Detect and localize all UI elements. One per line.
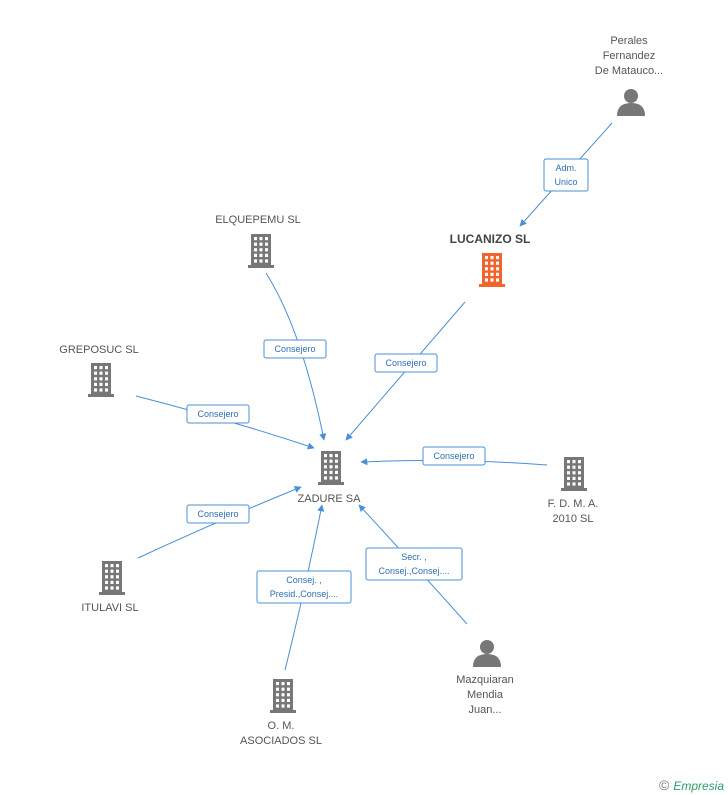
footer-brand: ©Empresia <box>659 777 724 793</box>
node-label[interactable]: ZADURE SA <box>298 493 362 505</box>
edge-label-background <box>365 547 463 581</box>
edge-fdma-to-zadure: Consejero <box>360 446 548 466</box>
edge-label-text: Consej. , <box>286 575 322 585</box>
node-label[interactable]: ITULAVI SL <box>81 602 138 614</box>
copyright-icon: © <box>658 777 670 793</box>
edge-label-text: Consejero <box>385 358 426 368</box>
edge-label-background <box>186 404 250 424</box>
building-icon <box>479 253 505 287</box>
node-label[interactable]: De Matauco... <box>595 65 663 77</box>
node-label[interactable]: F. D. M. A. <box>548 498 599 510</box>
node-label[interactable]: Mendia <box>467 689 504 701</box>
building-icon <box>88 363 114 397</box>
edge-om-to-zadure: Consej. , Presid.,Consej.... <box>256 504 352 671</box>
building-icon <box>561 457 587 491</box>
node-elquepemu[interactable]: ELQUEPEMU SL <box>215 214 301 268</box>
building-icon <box>318 451 344 485</box>
building-icon <box>99 561 125 595</box>
edge-label-background <box>263 339 327 359</box>
building-icon <box>270 679 296 713</box>
edge-label-box[interactable]: Consejero <box>422 446 486 466</box>
node-label[interactable]: ELQUEPEMU SL <box>215 214 301 226</box>
node-label[interactable]: Mazquiaran <box>456 674 513 686</box>
node-itulavi[interactable]: ITULAVI SL <box>81 561 139 614</box>
node-label[interactable]: Perales <box>610 35 648 47</box>
edge-elquepemu-to-zadure: Consejero <box>263 272 327 441</box>
edge-label-background <box>422 446 486 466</box>
edge-label-box[interactable]: Adm. Unico <box>543 158 589 192</box>
edges-layer: Adm.UnicoConsejeroConsejeroConsejeroCons… <box>135 122 613 671</box>
node-label[interactable]: O. M. <box>268 720 295 732</box>
edge-label-text: Presid.,Consej.... <box>270 589 339 599</box>
edge-label-text: Consejero <box>197 409 238 419</box>
node-greposuc[interactable]: GREPOSUC SL <box>59 344 139 397</box>
node-fdma[interactable]: F. D. M. A. 2010 SL <box>548 457 599 525</box>
node-label[interactable]: LUCANIZO SL <box>450 232 531 246</box>
node-label[interactable]: GREPOSUC SL <box>59 344 138 356</box>
edge-label-text: Unico <box>554 177 577 187</box>
edge-mazquiaran-to-zadure: Secr. , Consej.,Consej.... <box>358 504 468 625</box>
edge-label-box[interactable]: Consejero <box>186 404 250 424</box>
edge-label-background <box>256 570 352 604</box>
edge-label-box[interactable]: Consejero <box>374 353 438 373</box>
edge-label-background <box>186 504 250 524</box>
brand-logo: Empresia <box>673 779 724 793</box>
person-icon <box>473 640 501 667</box>
building-icon <box>248 234 274 268</box>
edge-label-text: Consejero <box>197 509 238 519</box>
edge-label-box[interactable]: Consej. , Presid.,Consej.... <box>256 570 352 604</box>
edge-lucanizo-to-zadure: Consejero <box>345 301 466 441</box>
edge-label-text: Consejero <box>274 344 315 354</box>
edge-label-text: Adm. <box>555 163 576 173</box>
edge-label-text: Consej.,Consej.... <box>378 566 449 576</box>
node-zadure[interactable]: ZADURE SA <box>298 451 362 505</box>
edge-perales-to-lucanizo: Adm. Unico <box>519 122 613 227</box>
edge-label-text: Consejero <box>433 451 474 461</box>
edge-label-box[interactable]: Secr. , Consej.,Consej.... <box>365 547 463 581</box>
edge-label-box[interactable]: Consejero <box>186 504 250 524</box>
node-label[interactable]: Fernandez <box>603 50 656 62</box>
node-lucanizo[interactable]: LUCANIZO SL <box>450 232 531 287</box>
edge-greposuc-to-zadure: Consejero <box>135 395 315 450</box>
edge-label-text: Secr. , <box>401 552 427 562</box>
node-mazquiaran[interactable]: MazquiaranMendiaJuan... <box>456 640 514 716</box>
node-om[interactable]: O. M. ASOCIADOS SL <box>240 679 322 747</box>
node-label[interactable]: 2010 SL <box>553 513 594 525</box>
edge-itulavi-to-zadure: Consejero <box>137 486 302 559</box>
edge-label-box[interactable]: Consejero <box>263 339 327 359</box>
edge-label-background <box>374 353 438 373</box>
edge-label-background <box>543 158 589 192</box>
node-label[interactable]: ASOCIADOS SL <box>240 735 322 747</box>
node-label[interactable]: Juan... <box>468 704 501 716</box>
person-icon <box>617 89 645 116</box>
